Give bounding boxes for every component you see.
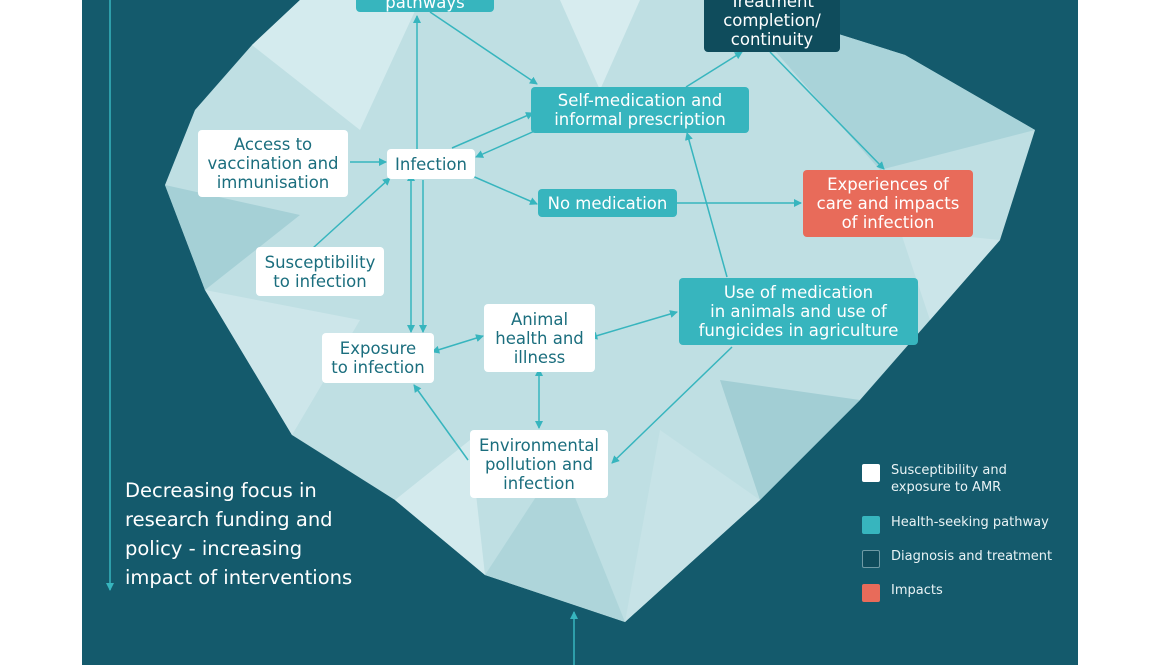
node-self-medication: Self-medication and informal prescriptio… <box>531 87 749 133</box>
legend-item-health-seeking: Health-seeking pathway <box>862 514 1049 534</box>
node-access-vaccination: Access to vaccination and immunisation <box>198 130 348 197</box>
legend-label: Diagnosis and treatment <box>891 549 1053 564</box>
legend-label: Susceptibility and exposure to AMR <box>891 463 1007 495</box>
node-environmental-pollution: Environmental pollution and infection <box>470 430 608 498</box>
node-use-of-medication: Use of medication in animals and use of … <box>679 278 918 345</box>
legend-label: Impacts <box>891 583 943 598</box>
focus-caption: Decreasing focus in research funding and… <box>125 479 353 589</box>
node-infection: Infection <box>387 149 475 179</box>
legend-item-impacts: Impacts <box>862 582 943 602</box>
node-pathways: pathways <box>356 0 494 12</box>
connector-arrows <box>106 0 885 665</box>
legend-item-susceptibility: Susceptibility and exposure to AMR <box>862 462 1007 496</box>
node-no-medication: No medication <box>538 189 677 217</box>
node-experiences-of-care: Experiences of care and impacts of infec… <box>803 170 973 237</box>
legend-label: Health-seeking pathway <box>891 515 1049 530</box>
node-susceptibility: Susceptibility to infection <box>256 247 384 296</box>
legend-item-diagnosis: Diagnosis and treatment <box>862 548 1052 568</box>
node-exposure: Exposure to infection <box>322 333 434 383</box>
legend-swatch <box>862 464 880 482</box>
legend-swatch <box>862 584 880 602</box>
node-animal-health: Animal health and illness <box>484 304 595 372</box>
legend-swatch <box>862 550 880 568</box>
legend-swatch <box>862 516 880 534</box>
node-treatment-completion: Treatment completion/ continuity <box>704 0 840 52</box>
